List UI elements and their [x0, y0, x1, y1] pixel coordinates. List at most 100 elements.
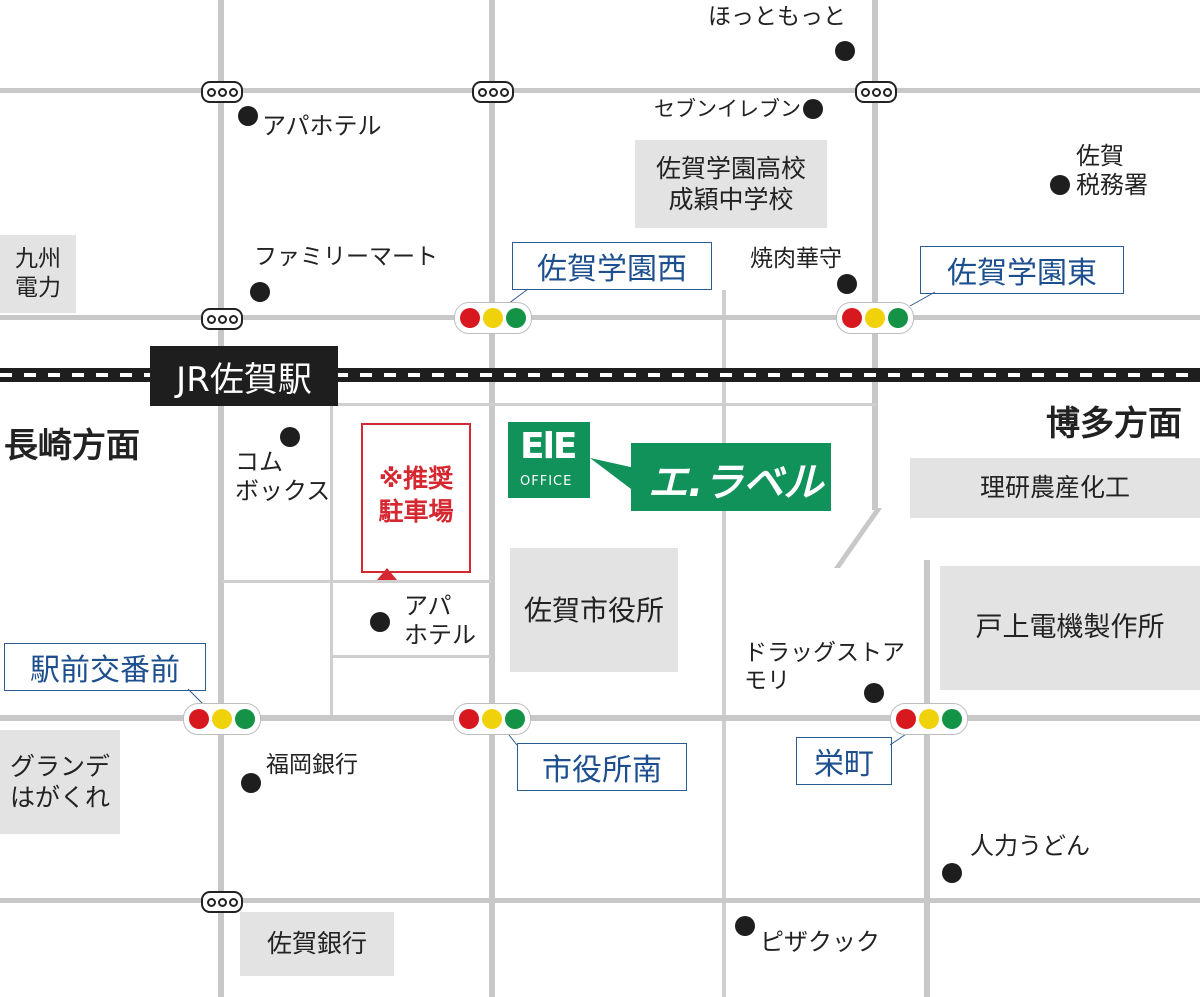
- direction-west: 長崎方面: [4, 426, 140, 466]
- callout-pointer-shape: [590, 458, 635, 492]
- intersection-marker: [201, 81, 243, 103]
- building-shiyakusho: 佐賀市役所: [510, 548, 678, 672]
- poi-marker-pizza-cook: [735, 916, 755, 936]
- marker-circle: [228, 87, 238, 97]
- signal-red-light: [459, 709, 479, 729]
- marker-circle: [217, 87, 227, 97]
- poi-marker-family-mart: [250, 282, 270, 302]
- poi-marker-jinriki-udon: [942, 863, 962, 883]
- poi-marker-drugstore: [864, 683, 884, 703]
- signal-green-light: [505, 709, 525, 729]
- building-label: 電力: [15, 275, 61, 301]
- marker-circle: [860, 87, 870, 97]
- traffic-signal-saga-gakuen-nishi: [454, 302, 532, 334]
- poi-label-line: ホテル: [404, 620, 476, 649]
- poi-label-jinriki-udon: 人力うどん: [970, 832, 1090, 860]
- poi-marker-saga-zeimusho: [1050, 175, 1070, 195]
- marker-circle: [871, 87, 881, 97]
- signal-red-light: [842, 308, 862, 328]
- marker-circle: [477, 87, 487, 97]
- callout-pointer: [590, 458, 635, 492]
- marker-circle: [228, 897, 238, 907]
- signal-green-light: [506, 308, 526, 328]
- road-vertical-east-lower: [924, 560, 930, 997]
- marker-circle: [217, 897, 227, 907]
- marker-circle: [206, 314, 216, 324]
- poi-label-line: 税務署: [1076, 170, 1148, 199]
- poi-marker-seven-eleven: [803, 99, 823, 119]
- signal-green-light: [942, 709, 962, 729]
- poi-label-line: ボックス: [235, 476, 331, 505]
- poi-marker-yakiniku: [837, 274, 857, 294]
- marker-circle: [217, 314, 227, 324]
- jr-saga-station: JR佐賀駅: [150, 346, 338, 406]
- building-saga-gakuen: 佐賀学園高校成穎中学校: [635, 140, 827, 228]
- poi-marker-fukuoka-ginko: [241, 773, 261, 793]
- building-saga-ginko: 佐賀銀行: [240, 912, 394, 976]
- signal-yellow-light: [865, 308, 885, 328]
- signal-label-saga-gakuen-nishi: 佐賀学園西: [512, 242, 712, 290]
- poi-label-seven-eleven: セブンイレブン: [654, 97, 801, 121]
- signal-green-light: [235, 709, 255, 729]
- traffic-signal-shiyakusho-minami: [453, 703, 531, 735]
- poi-marker-hotto-motto: [835, 41, 855, 61]
- poi-label-line: コム: [235, 448, 283, 476]
- traffic-signal-sakaemachi: [890, 703, 968, 735]
- signal-yellow-light: [482, 709, 502, 729]
- traffic-signal-saga-gakuen-higashi: [836, 302, 914, 334]
- signal-label-ekimae-kobanmae: 駅前交番前: [4, 643, 206, 691]
- railway-ties: [0, 373, 1200, 377]
- signal-yellow-light: [919, 709, 939, 729]
- road-vertical-center: [489, 0, 495, 997]
- marker-circle: [206, 87, 216, 97]
- company-name-banner: [631, 443, 831, 511]
- leader-line: [187, 688, 205, 706]
- road-horizontal-upper: [0, 315, 1200, 320]
- intersection-marker: [472, 81, 514, 103]
- poi-label-line: アパ: [404, 592, 452, 620]
- parking-label-line2: 駐車場: [378, 496, 454, 526]
- poi-label-yakiniku: 焼肉華守: [750, 246, 842, 272]
- building-label: 九州: [15, 246, 61, 273]
- poi-label-saga-zeimusho: 佐賀 税務署: [1076, 142, 1148, 200]
- road-vertical-small: [330, 405, 333, 718]
- poi-label-drugstore: ドラッグストア モリ: [744, 640, 905, 695]
- office-logo-letters: ElE: [520, 426, 578, 467]
- leader-line: [909, 291, 936, 307]
- parking-label-line1: ※推奨: [378, 464, 454, 493]
- marker-circle: [499, 87, 509, 97]
- poi-label-family-mart: ファミリーマート: [254, 244, 438, 270]
- signal-label-shiyakusho-minami: 市役所南: [517, 743, 687, 791]
- road-horizontal-small-1: [222, 580, 492, 583]
- road-vertical-west: [218, 0, 224, 997]
- road-vertical-east-upper: [872, 0, 878, 510]
- traffic-signal-ekimae-kobanmae: [183, 703, 261, 735]
- marker-circle: [882, 87, 892, 97]
- signal-label-sakaemachi: 栄町: [796, 737, 892, 785]
- poi-label-comm-box: コム ボックス: [235, 448, 330, 506]
- road-horizontal-below-rail: [330, 403, 876, 406]
- office-logo-mark: [508, 422, 590, 498]
- road-horizontal-main: [0, 715, 1200, 721]
- signal-label-saga-gakuen-higashi: 佐賀学園東: [920, 246, 1124, 294]
- poi-label-pizza-cook: ピザクック: [760, 928, 880, 956]
- signal-red-light: [460, 308, 480, 328]
- poi-label-apa-hotel-2: アパ ホテル: [404, 592, 476, 650]
- recommended-parking: ※推奨 駐車場: [361, 423, 471, 573]
- marker-circle: [228, 314, 238, 324]
- leader-line: [507, 288, 529, 305]
- building-label: グランデ: [9, 751, 110, 781]
- parking-entrance-marker: [377, 568, 397, 580]
- poi-marker-apa-hotel: [238, 106, 258, 126]
- signal-green-light: [888, 308, 908, 328]
- signal-yellow-light: [212, 709, 232, 729]
- building-togami: 戸上電機製作所: [940, 566, 1200, 690]
- poi-label-fukuoka-ginko: 福岡銀行: [266, 752, 358, 778]
- intersection-marker: [201, 308, 243, 330]
- intersection-marker: [855, 81, 897, 103]
- marker-circle: [488, 87, 498, 97]
- signal-yellow-light: [483, 308, 503, 328]
- road-horizontal-top: [0, 88, 1200, 93]
- direction-east: 博多方面: [1046, 404, 1182, 444]
